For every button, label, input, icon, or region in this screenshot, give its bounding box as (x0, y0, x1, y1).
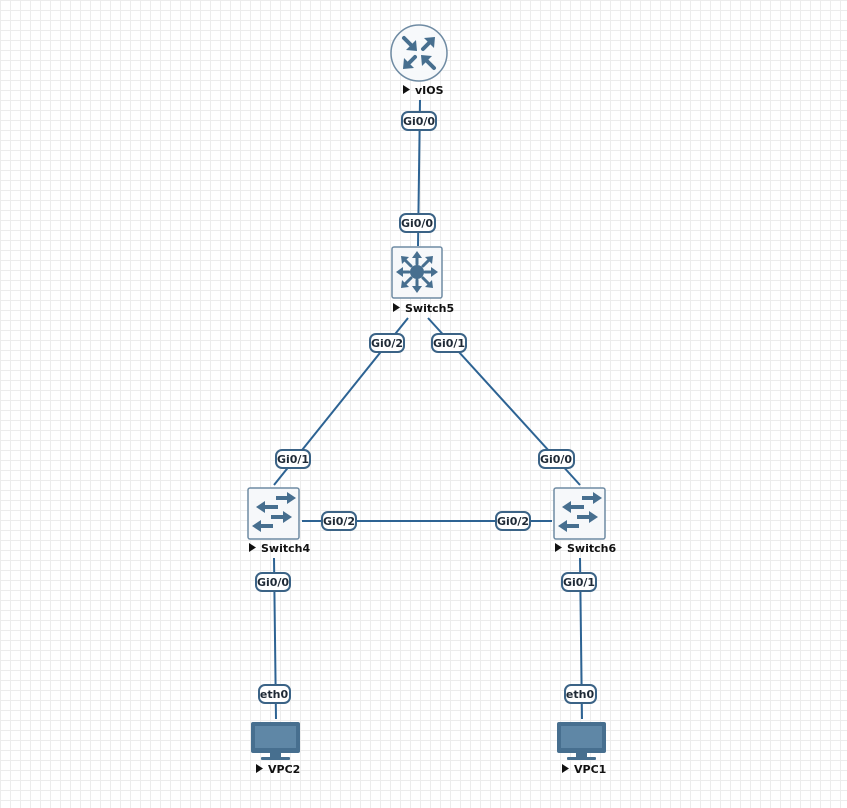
start-arrow-icon[interactable] (256, 764, 263, 773)
node-switch6[interactable]: Switch6 (553, 487, 616, 555)
nodes: vIOS (247, 24, 616, 776)
port-switch5-gi0-1[interactable]: Gi0/1 (431, 333, 467, 353)
node-label: Switch6 (567, 542, 616, 555)
port-labels: Gi0/0 Gi0/0 Gi0/2 Gi0/1 Gi0/1 Gi0/0 Gi0/… (255, 111, 597, 704)
multilayer-switch-icon (391, 246, 443, 299)
port-label: Gi0/2 (371, 337, 403, 350)
port-switch5-gi0-2[interactable]: Gi0/2 (369, 333, 405, 353)
start-arrow-icon[interactable] (562, 764, 569, 773)
node-label: vIOS (415, 84, 444, 97)
node-label: VPC1 (574, 763, 606, 776)
pc-monitor-icon (251, 722, 300, 760)
port-label: Gi0/1 (277, 453, 309, 466)
port-label: Gi0/0 (540, 453, 572, 466)
port-label: Gi0/2 (323, 515, 355, 528)
port-switch4-gi0-2[interactable]: Gi0/2 (321, 511, 357, 531)
router-icon (390, 24, 448, 82)
port-label: Gi0/2 (497, 515, 529, 528)
port-switch6-gi0-2[interactable]: Gi0/2 (495, 511, 531, 531)
pc-monitor-icon (557, 722, 606, 760)
start-arrow-icon[interactable] (555, 543, 562, 552)
start-arrow-icon[interactable] (249, 543, 256, 552)
node-vios[interactable]: vIOS (390, 24, 448, 97)
port-label: eth0 (260, 688, 289, 701)
port-label: Gi0/0 (403, 115, 435, 128)
node-switch5[interactable]: Switch5 (391, 246, 454, 315)
port-label: Gi0/0 (257, 576, 289, 589)
port-label: Gi0/1 (433, 337, 465, 350)
node-switch4[interactable]: Switch4 (247, 487, 310, 555)
port-switch4-gi0-1[interactable]: Gi0/1 (275, 449, 311, 469)
node-label: Switch5 (405, 302, 454, 315)
start-arrow-icon[interactable] (393, 303, 400, 312)
port-switch4-gi0-0[interactable]: Gi0/0 (255, 572, 291, 592)
l2-switch-icon (247, 487, 300, 540)
port-vpc1-eth0[interactable]: eth0 (564, 684, 597, 704)
port-label: eth0 (566, 688, 595, 701)
node-vpc2[interactable]: VPC2 (251, 722, 300, 776)
node-vpc1[interactable]: VPC1 (557, 722, 606, 776)
port-vios-gi0-0[interactable]: Gi0/0 (401, 111, 437, 131)
port-label: Gi0/0 (401, 217, 433, 230)
links (273, 99, 583, 720)
port-vpc2-eth0[interactable]: eth0 (258, 684, 291, 704)
node-label: Switch4 (261, 542, 310, 555)
l2-switch-icon (553, 487, 606, 540)
port-switch6-gi0-1[interactable]: Gi0/1 (561, 572, 597, 592)
port-label: Gi0/1 (563, 576, 595, 589)
port-switch5-gi0-0[interactable]: Gi0/0 (399, 213, 436, 233)
node-label: VPC2 (268, 763, 300, 776)
start-arrow-icon[interactable] (403, 85, 410, 94)
port-switch6-gi0-0[interactable]: Gi0/0 (538, 449, 575, 469)
